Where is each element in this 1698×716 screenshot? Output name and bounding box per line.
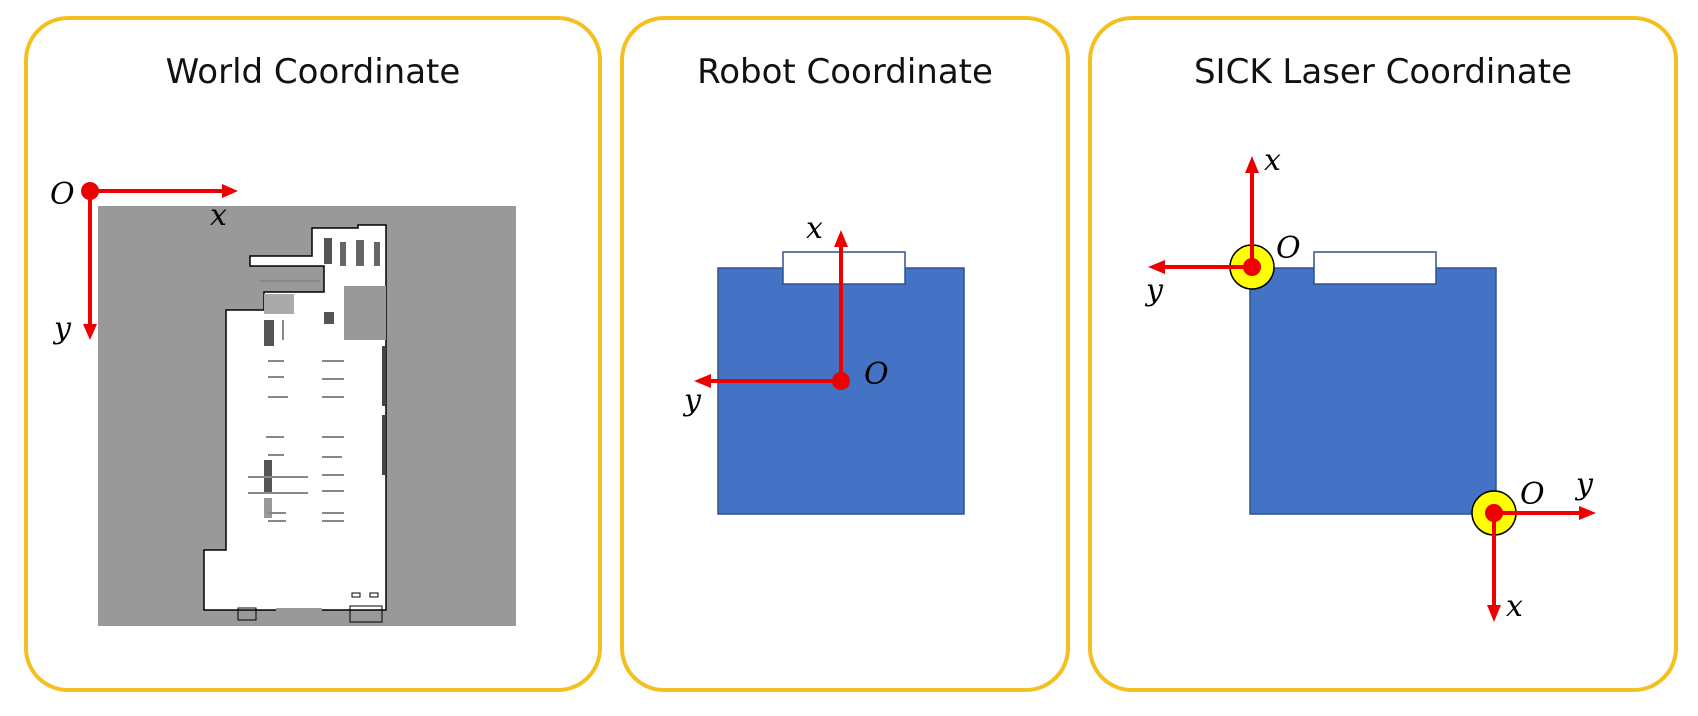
world-coordinate-diagram: O x y [50, 177, 516, 626]
robot-front-sensor [782, 251, 906, 285]
x-axis-arrowhead [222, 184, 238, 198]
y-axis-label: y [52, 311, 72, 346]
front-x-axis-arrowhead [1245, 156, 1259, 173]
robot-coordinate-diagram: O x y [682, 211, 965, 515]
rear-x-axis-arrowhead [1487, 605, 1501, 622]
rear-y-axis-arrowhead [1579, 506, 1596, 520]
rear-origin-dot [1485, 504, 1503, 522]
front-laser-frame: O x y [1144, 143, 1301, 308]
origin-dot [81, 182, 99, 200]
sick-laser-coordinate-diagram: O x y O y x [1144, 143, 1596, 624]
world-coordinate-title: World Coordinate [165, 52, 461, 92]
origin-dot [832, 372, 850, 390]
rear-y-axis-label: y [1574, 467, 1594, 502]
origin-label: O [50, 177, 75, 212]
world-coordinate-panel: World Coordinate [24, 16, 602, 692]
occupancy-map [203, 224, 387, 623]
robot-front-sensor [1313, 251, 1437, 285]
x-axis-label: x [210, 198, 227, 233]
x-axis-label: x [806, 211, 823, 246]
front-origin-dot [1243, 258, 1261, 276]
robot-coordinate-title: Robot Coordinate [697, 52, 993, 92]
rear-origin-label: O [1520, 477, 1545, 512]
rear-x-axis-label: x [1506, 589, 1523, 624]
front-x-axis-label: x [1264, 143, 1281, 178]
origin-label: O [864, 357, 889, 392]
x-axis-arrowhead [834, 230, 848, 247]
y-axis-arrowhead [694, 374, 711, 388]
sick-laser-coordinate-title: SICK Laser Coordinate [1193, 52, 1573, 92]
y-axis-arrowhead [83, 324, 97, 340]
front-y-axis-arrowhead [1148, 260, 1165, 274]
y-axis-label: y [682, 383, 702, 418]
robot-body [1249, 267, 1497, 515]
sick-laser-coordinate-panel: SICK Laser Coordinate O x y O y x [1088, 16, 1678, 692]
front-origin-label: O [1276, 231, 1301, 266]
robot-coordinate-panel: Robot Coordinate O x y [620, 16, 1070, 692]
front-y-axis-label: y [1144, 273, 1164, 308]
rear-laser-frame: O y x [1471, 467, 1596, 624]
